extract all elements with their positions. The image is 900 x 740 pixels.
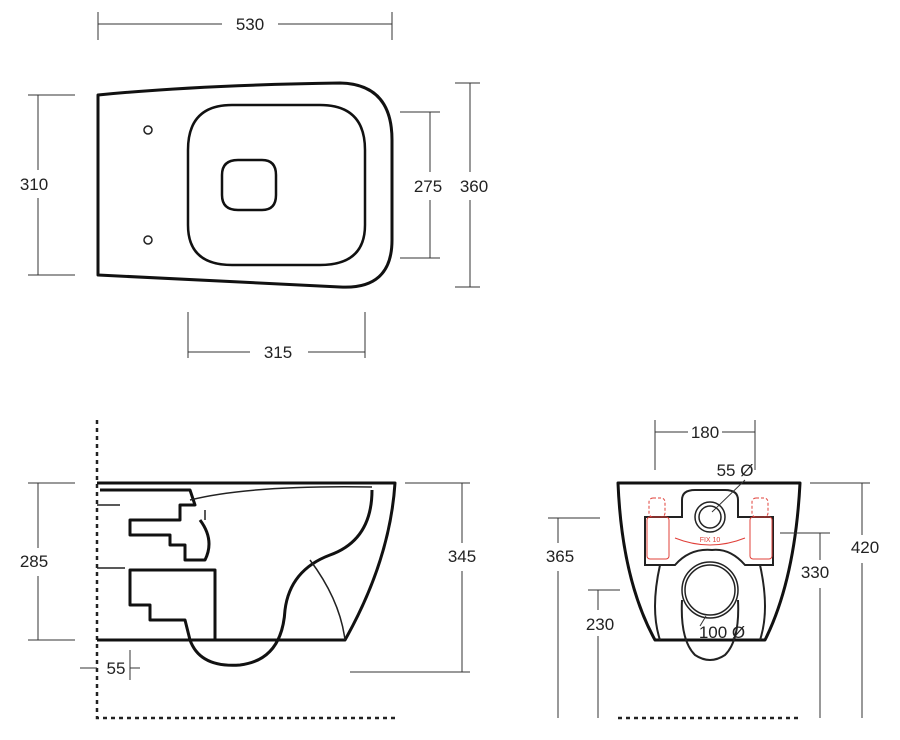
dim-100-diameter: 100 Ø — [699, 623, 745, 642]
fixing-hole — [143, 125, 153, 135]
dim-230: 230 — [586, 615, 614, 634]
trap — [100, 488, 374, 667]
dim-360: 360 — [460, 177, 488, 196]
fixing-brackets: FIX 10 — [646, 497, 773, 560]
inner-bowl — [220, 158, 278, 212]
front-view: FIX 10 180 55 Ø 365 230 330 420 100 Ø — [546, 420, 879, 720]
dim-530: 530 — [236, 15, 264, 34]
front-outline — [616, 481, 802, 642]
dim-330: 330 — [801, 563, 829, 582]
top-view: 530 310 275 360 315 — [20, 12, 488, 362]
fixing-note: FIX 10 — [700, 537, 721, 544]
dim-345: 345 — [448, 547, 476, 566]
wall-floor-line — [95, 420, 395, 720]
dim-55: 55 — [107, 659, 126, 678]
dim-55-diameter: 55 Ø — [717, 461, 754, 480]
dim-365: 365 — [546, 547, 574, 566]
outlet-pipe — [681, 561, 739, 619]
dim-275: 275 — [414, 177, 442, 196]
seat-opening — [186, 103, 367, 267]
dim-420: 420 — [851, 538, 879, 557]
dim-310: 310 — [20, 175, 48, 194]
fixing-hole — [143, 235, 153, 245]
side-view: 285 345 55 — [20, 420, 476, 720]
top-outline — [96, 81, 394, 289]
side-outline — [97, 481, 397, 642]
inlet-pipe — [694, 501, 726, 533]
dim-180: 180 — [691, 423, 719, 442]
dim-285: 285 — [20, 552, 48, 571]
dim-315: 315 — [264, 343, 292, 362]
